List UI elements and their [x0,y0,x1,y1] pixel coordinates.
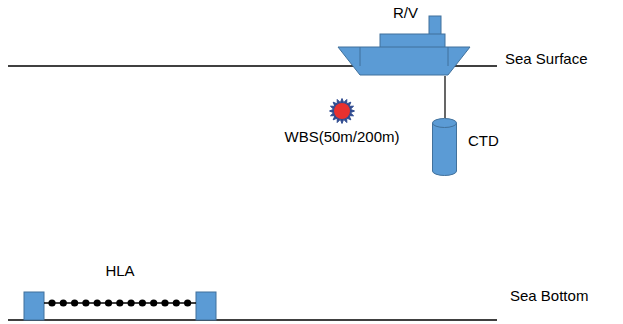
burst-spikes [330,99,355,124]
hydrophone [173,299,180,306]
node-label: HLA [105,262,134,279]
sea-bottom-line [8,319,497,320]
hydrophone [139,299,146,306]
funnel [429,16,441,35]
cable-line [444,76,445,118]
superstructure [380,34,445,48]
wbs-charge: WBS(50m/200m) [329,98,355,124]
ship-shape [336,14,472,76]
cylinder-top [433,119,457,128]
ctd-cylinder: CTD [432,118,457,176]
hydrophone [94,299,101,306]
node-label: WBS(50m/200m) [284,128,399,145]
hydrophone [71,299,78,306]
cyl-shape [432,118,457,176]
hull-seam [448,47,449,66]
hydrophone [82,299,89,306]
hydrophone [116,299,123,306]
hull-seam [360,47,361,66]
horizontal-line-array: HLA [22,290,218,321]
sea-surface-label: Sea Surface [505,50,588,67]
hull [338,47,470,75]
hydrophone [60,299,67,306]
node-label: CTD [468,132,499,149]
hla-shape [22,290,218,321]
hydrophone [150,299,157,306]
hydrophone [128,299,135,306]
hydrophone [105,299,112,306]
star-shape [329,98,355,124]
anchor-block [196,292,216,320]
anchor-block [24,292,44,320]
hydrophone [161,299,168,306]
hydrophone [184,299,191,306]
burst-core [334,103,350,119]
node-label: R/V [393,4,418,21]
sea-bottom-label: Sea Bottom [510,287,588,304]
research-vessel: R/V [336,14,472,76]
cylinder-body [433,123,457,176]
hydrophone [48,299,55,306]
